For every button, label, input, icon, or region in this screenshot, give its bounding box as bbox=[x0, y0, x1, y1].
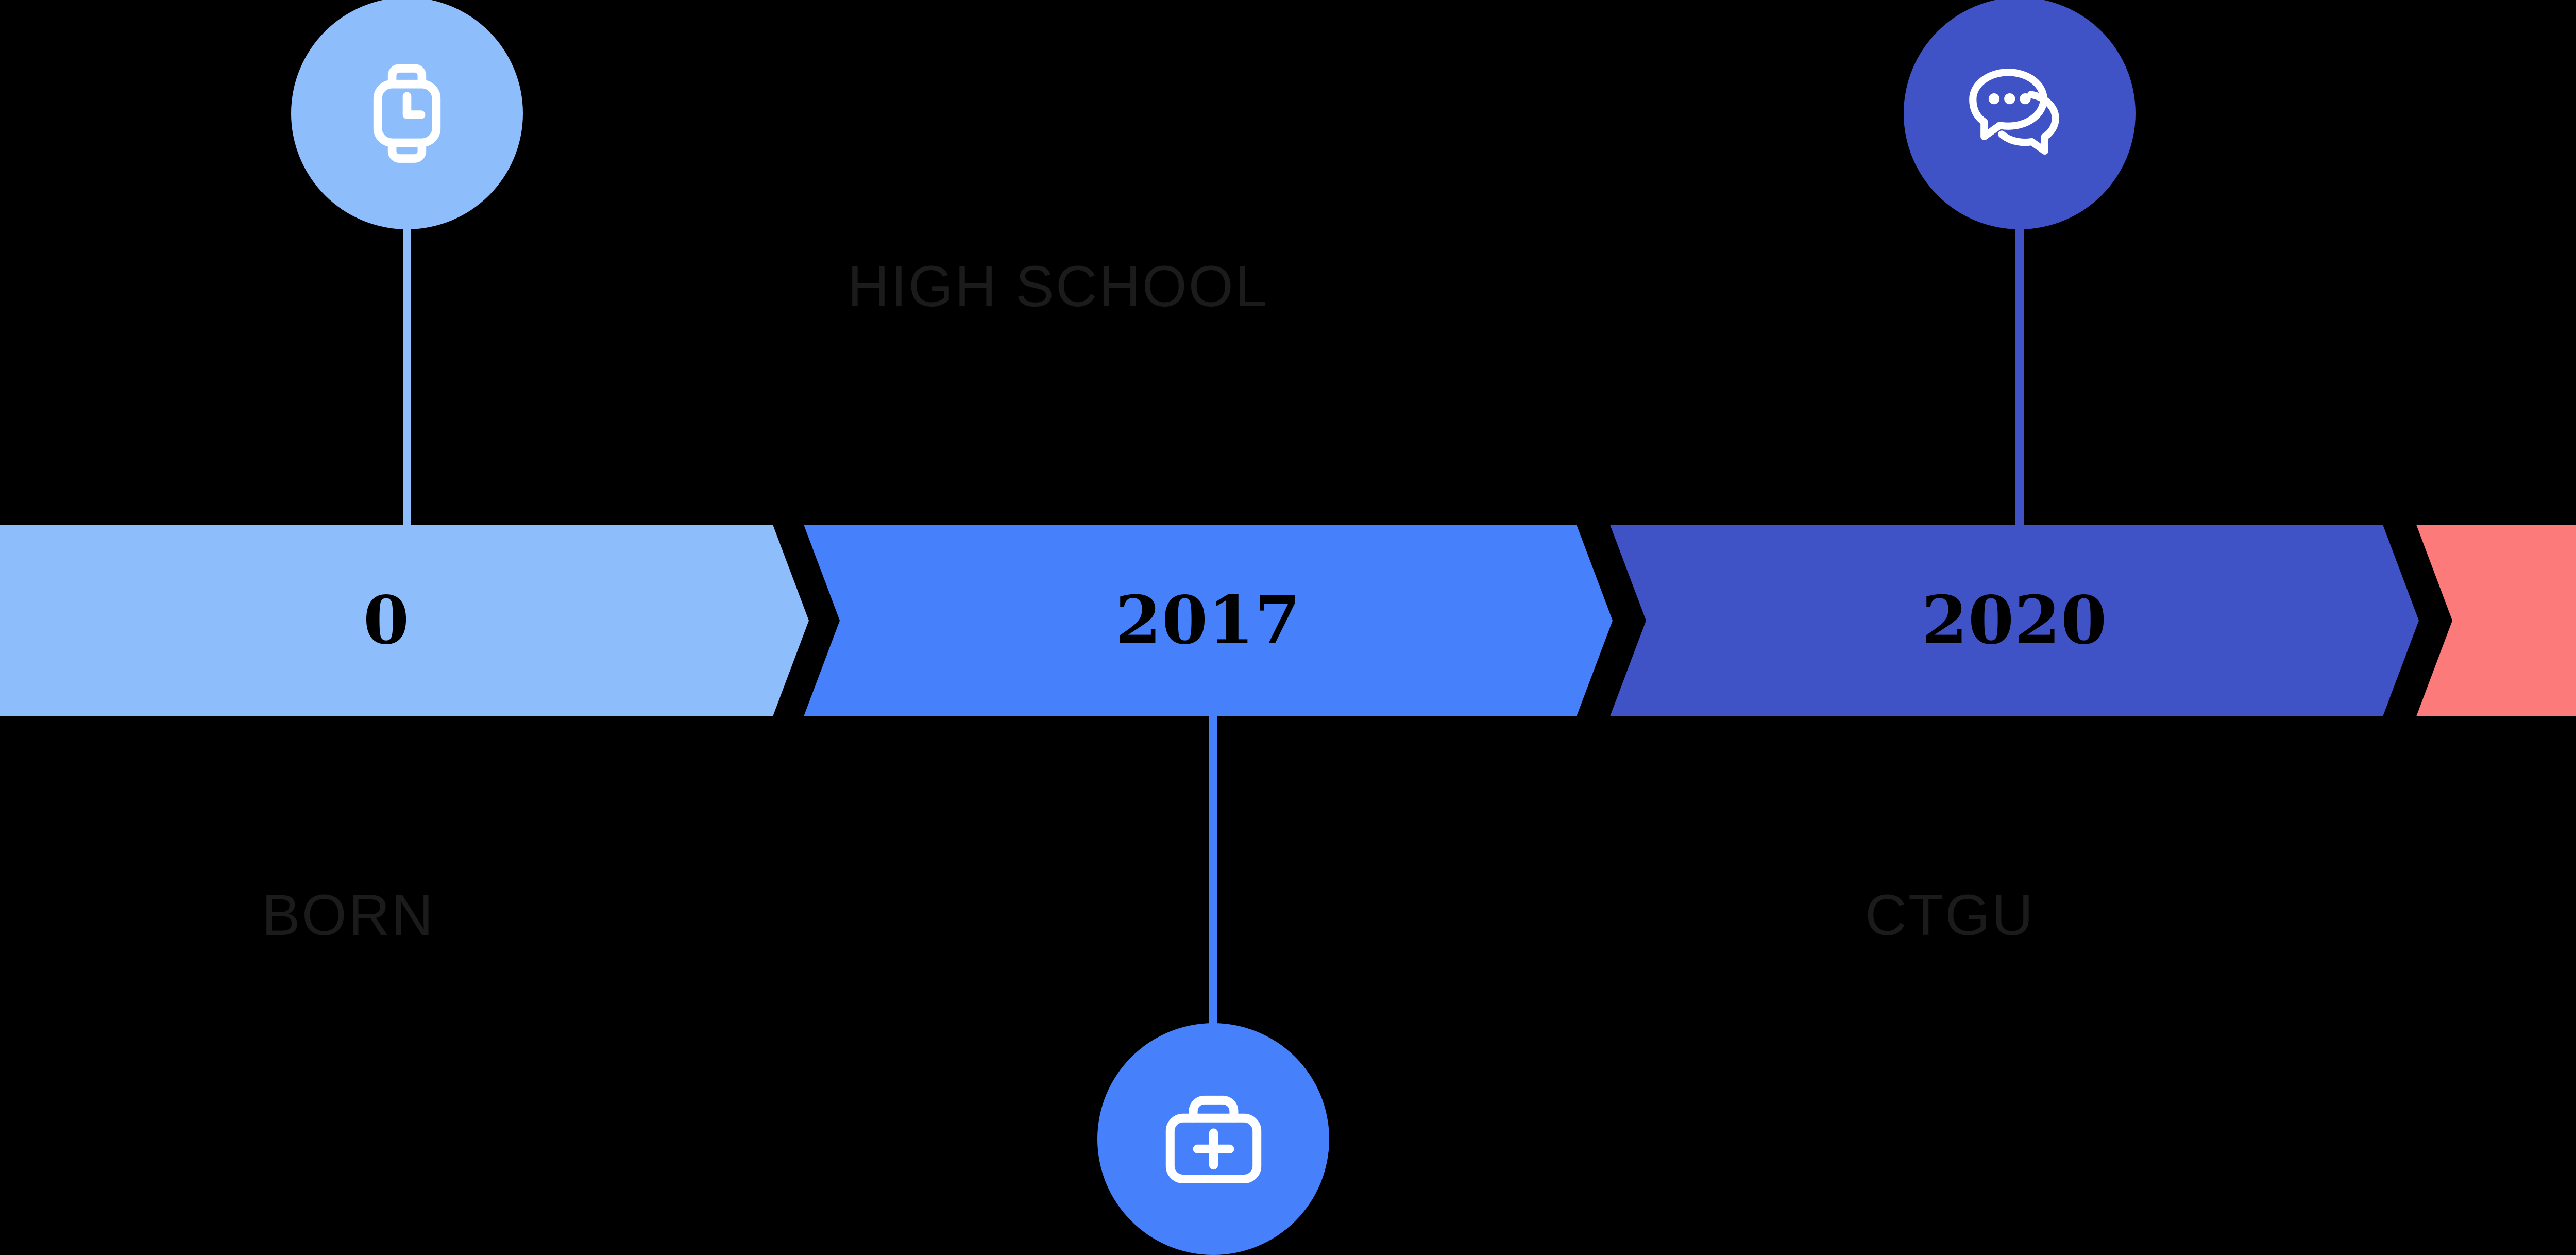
icon-bubble-2020[interactable] bbox=[1904, 0, 2136, 229]
timeline-segment-2017[interactable]: 2017 bbox=[804, 525, 1613, 716]
segment-year-2017: 2017 bbox=[1115, 582, 1301, 659]
icon-bubble-born[interactable] bbox=[291, 0, 523, 229]
timeline-segment-2024[interactable]: 2024 bbox=[2416, 525, 2576, 716]
chat-bubbles-icon bbox=[1963, 57, 2076, 170]
caption-born: BORN bbox=[262, 883, 435, 947]
caption-ctgu: CTGU bbox=[1865, 883, 2035, 947]
segment-year-2020: 2020 bbox=[1921, 582, 2108, 659]
segment-year-born: 0 bbox=[363, 582, 410, 659]
segment-shape-2024 bbox=[2416, 525, 2576, 716]
icon-bubble-2017[interactable] bbox=[1097, 1023, 1329, 1255]
timeline-segment-born[interactable]: 0 bbox=[0, 525, 809, 716]
timeline-segment-2020[interactable]: 2020 bbox=[1610, 525, 2419, 716]
first-aid-kit-icon bbox=[1158, 1084, 1269, 1195]
segment-shape-born bbox=[0, 525, 809, 716]
caption-high-school: HIGH SCHOOL bbox=[848, 254, 1269, 319]
smartwatch-icon bbox=[353, 59, 461, 168]
segment-shape-2017 bbox=[804, 525, 1613, 716]
segment-shape-2020 bbox=[1610, 525, 2419, 716]
